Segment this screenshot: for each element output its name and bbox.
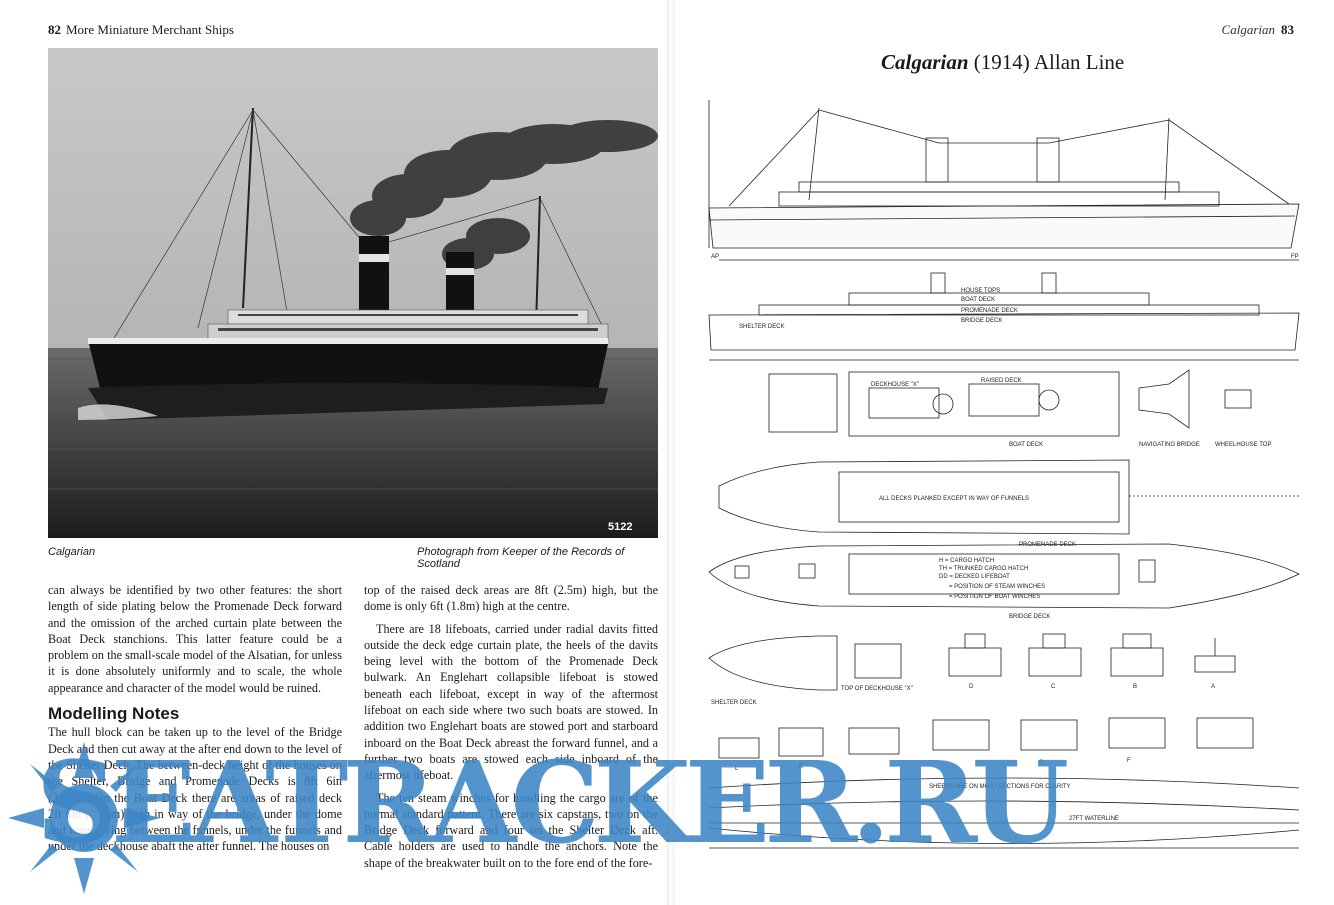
plan-title: Calgarian (1914) Allan Line — [881, 50, 1124, 75]
paragraph: top of the raised deck areas are 8ft (2.… — [364, 583, 658, 614]
plan-title-ship: Calgarian — [881, 50, 969, 74]
text-column-a: can always be identified by two other fe… — [48, 582, 342, 861]
section-label-f: F — [1127, 758, 1131, 764]
section-label-l: L — [735, 766, 739, 772]
photo-caption-credit: Photograph from Keeper of the Records of… — [417, 546, 625, 570]
plan-title-rest: (1914) Allan Line — [968, 50, 1125, 74]
profile-elevation — [708, 100, 1300, 261]
cross-sections — [718, 633, 1254, 759]
paragraph: The ten steam winches for handling the c… — [364, 790, 658, 870]
label-house-tops: HOUSE TOPS — [961, 288, 1000, 294]
photo-caption-ship: Calgarian — [48, 546, 96, 558]
section-label-k: K — [799, 764, 803, 770]
right-page-header: Calgarian 83 — [1222, 22, 1294, 38]
photo-plate-number: 5122 — [608, 521, 632, 533]
legend-decked-lifeboat: DD = DECKED LIFEBOAT — [939, 574, 1010, 580]
section-label-c: C — [1051, 684, 1056, 690]
label-bridge-deck: BRIDGE DECK — [1009, 614, 1050, 620]
paragraph: There are 18 lifeboats, carried under ra… — [364, 621, 658, 783]
section-label-d: D — [969, 684, 974, 690]
label-raised-deck: RAISED DECK — [981, 378, 1022, 384]
right-running-title: Calgarian — [1221, 22, 1275, 37]
label-boat-deck-upper: BOAT DECK — [961, 297, 995, 303]
label-deckhouse-x: DECKHOUSE "X" — [871, 382, 919, 388]
label-shelter-deck-upper: SHELTER DECK — [739, 324, 785, 330]
label-navigating-bridge: NAVIGATING BRIDGE — [1139, 442, 1200, 448]
left-page: 82 More Miniature Merchant Ships — [48, 22, 658, 877]
page-gutter — [667, 0, 675, 905]
label-top-of-deckhouse-x: TOP OF DECKHOUSE "X" — [841, 686, 913, 692]
label-promenade-deck: PROMENADE DECK — [1019, 542, 1076, 548]
ship-photo-illustration: 5122 — [48, 48, 658, 538]
shelter-deck-plan — [708, 635, 902, 691]
left-page-number: 82 — [48, 22, 61, 37]
label-waterline: 27FT WATERLINE — [1069, 816, 1119, 822]
label-fp: FP — [1291, 254, 1299, 260]
legend-cargo-hatch: H = CARGO HATCH — [939, 558, 994, 564]
section-label-a: A — [1211, 684, 1215, 690]
bridge-deck-plan — [708, 543, 1300, 609]
label-boat-deck: BOAT DECK — [1009, 442, 1043, 448]
label-promenade-deck-upper: PROMENADE DECK — [961, 308, 1018, 314]
right-page: Calgarian 83 Calgarian (1914) Allan Line — [675, 0, 1334, 905]
paragraph: can always be identified by two other fe… — [48, 583, 342, 695]
deck-profile — [708, 272, 1300, 361]
promenade-deck-plan — [718, 459, 1299, 535]
boat-deck-plan — [768, 369, 1252, 437]
legend-steam-winches: = POSITION OF STEAM WINCHES — [949, 584, 1045, 590]
label-bridge-deck-upper: BRIDGE DECK — [961, 318, 1002, 324]
label-shelter-deck: SHELTER DECK — [711, 700, 757, 706]
text-column-b: top of the raised deck areas are 8ft (2.… — [364, 582, 658, 877]
section-heading: Modelling Notes — [48, 704, 180, 724]
left-page-header: 82 More Miniature Merchant Ships — [48, 22, 234, 38]
paragraph: The hull block can be taken up to the le… — [48, 725, 342, 854]
ship-plans-drawing: HOUSE TOPS BOAT DECK PROMENADE DECK BRID… — [708, 100, 1300, 849]
left-running-title: More Miniature Merchant Ships — [66, 22, 234, 37]
legend-trunked-hatch: TH = TRUNKED CARGO HATCH — [939, 566, 1028, 572]
right-page-number: 83 — [1281, 22, 1294, 37]
ship-photograph: 5122 — [48, 48, 658, 538]
watermark-ship-wheel-icon — [8, 742, 160, 894]
label-all-decks-planked: ALL DECKS PLANKED EXCEPT IN WAY OF FUNNE… — [879, 496, 1029, 502]
label-note: SHEERS ARE ON MOST SECTIONS FOR CLARITY — [929, 784, 1071, 790]
legend-boat-winches: = POSITION OF BOAT WINCHES — [949, 594, 1040, 600]
label-ap: AP — [711, 254, 719, 260]
section-label-g: G — [1039, 760, 1044, 766]
label-wheelhouse-top: WHEELHOUSE TOP — [1215, 442, 1271, 448]
section-label-b: B — [1133, 684, 1137, 690]
lines-plan — [708, 777, 1300, 849]
